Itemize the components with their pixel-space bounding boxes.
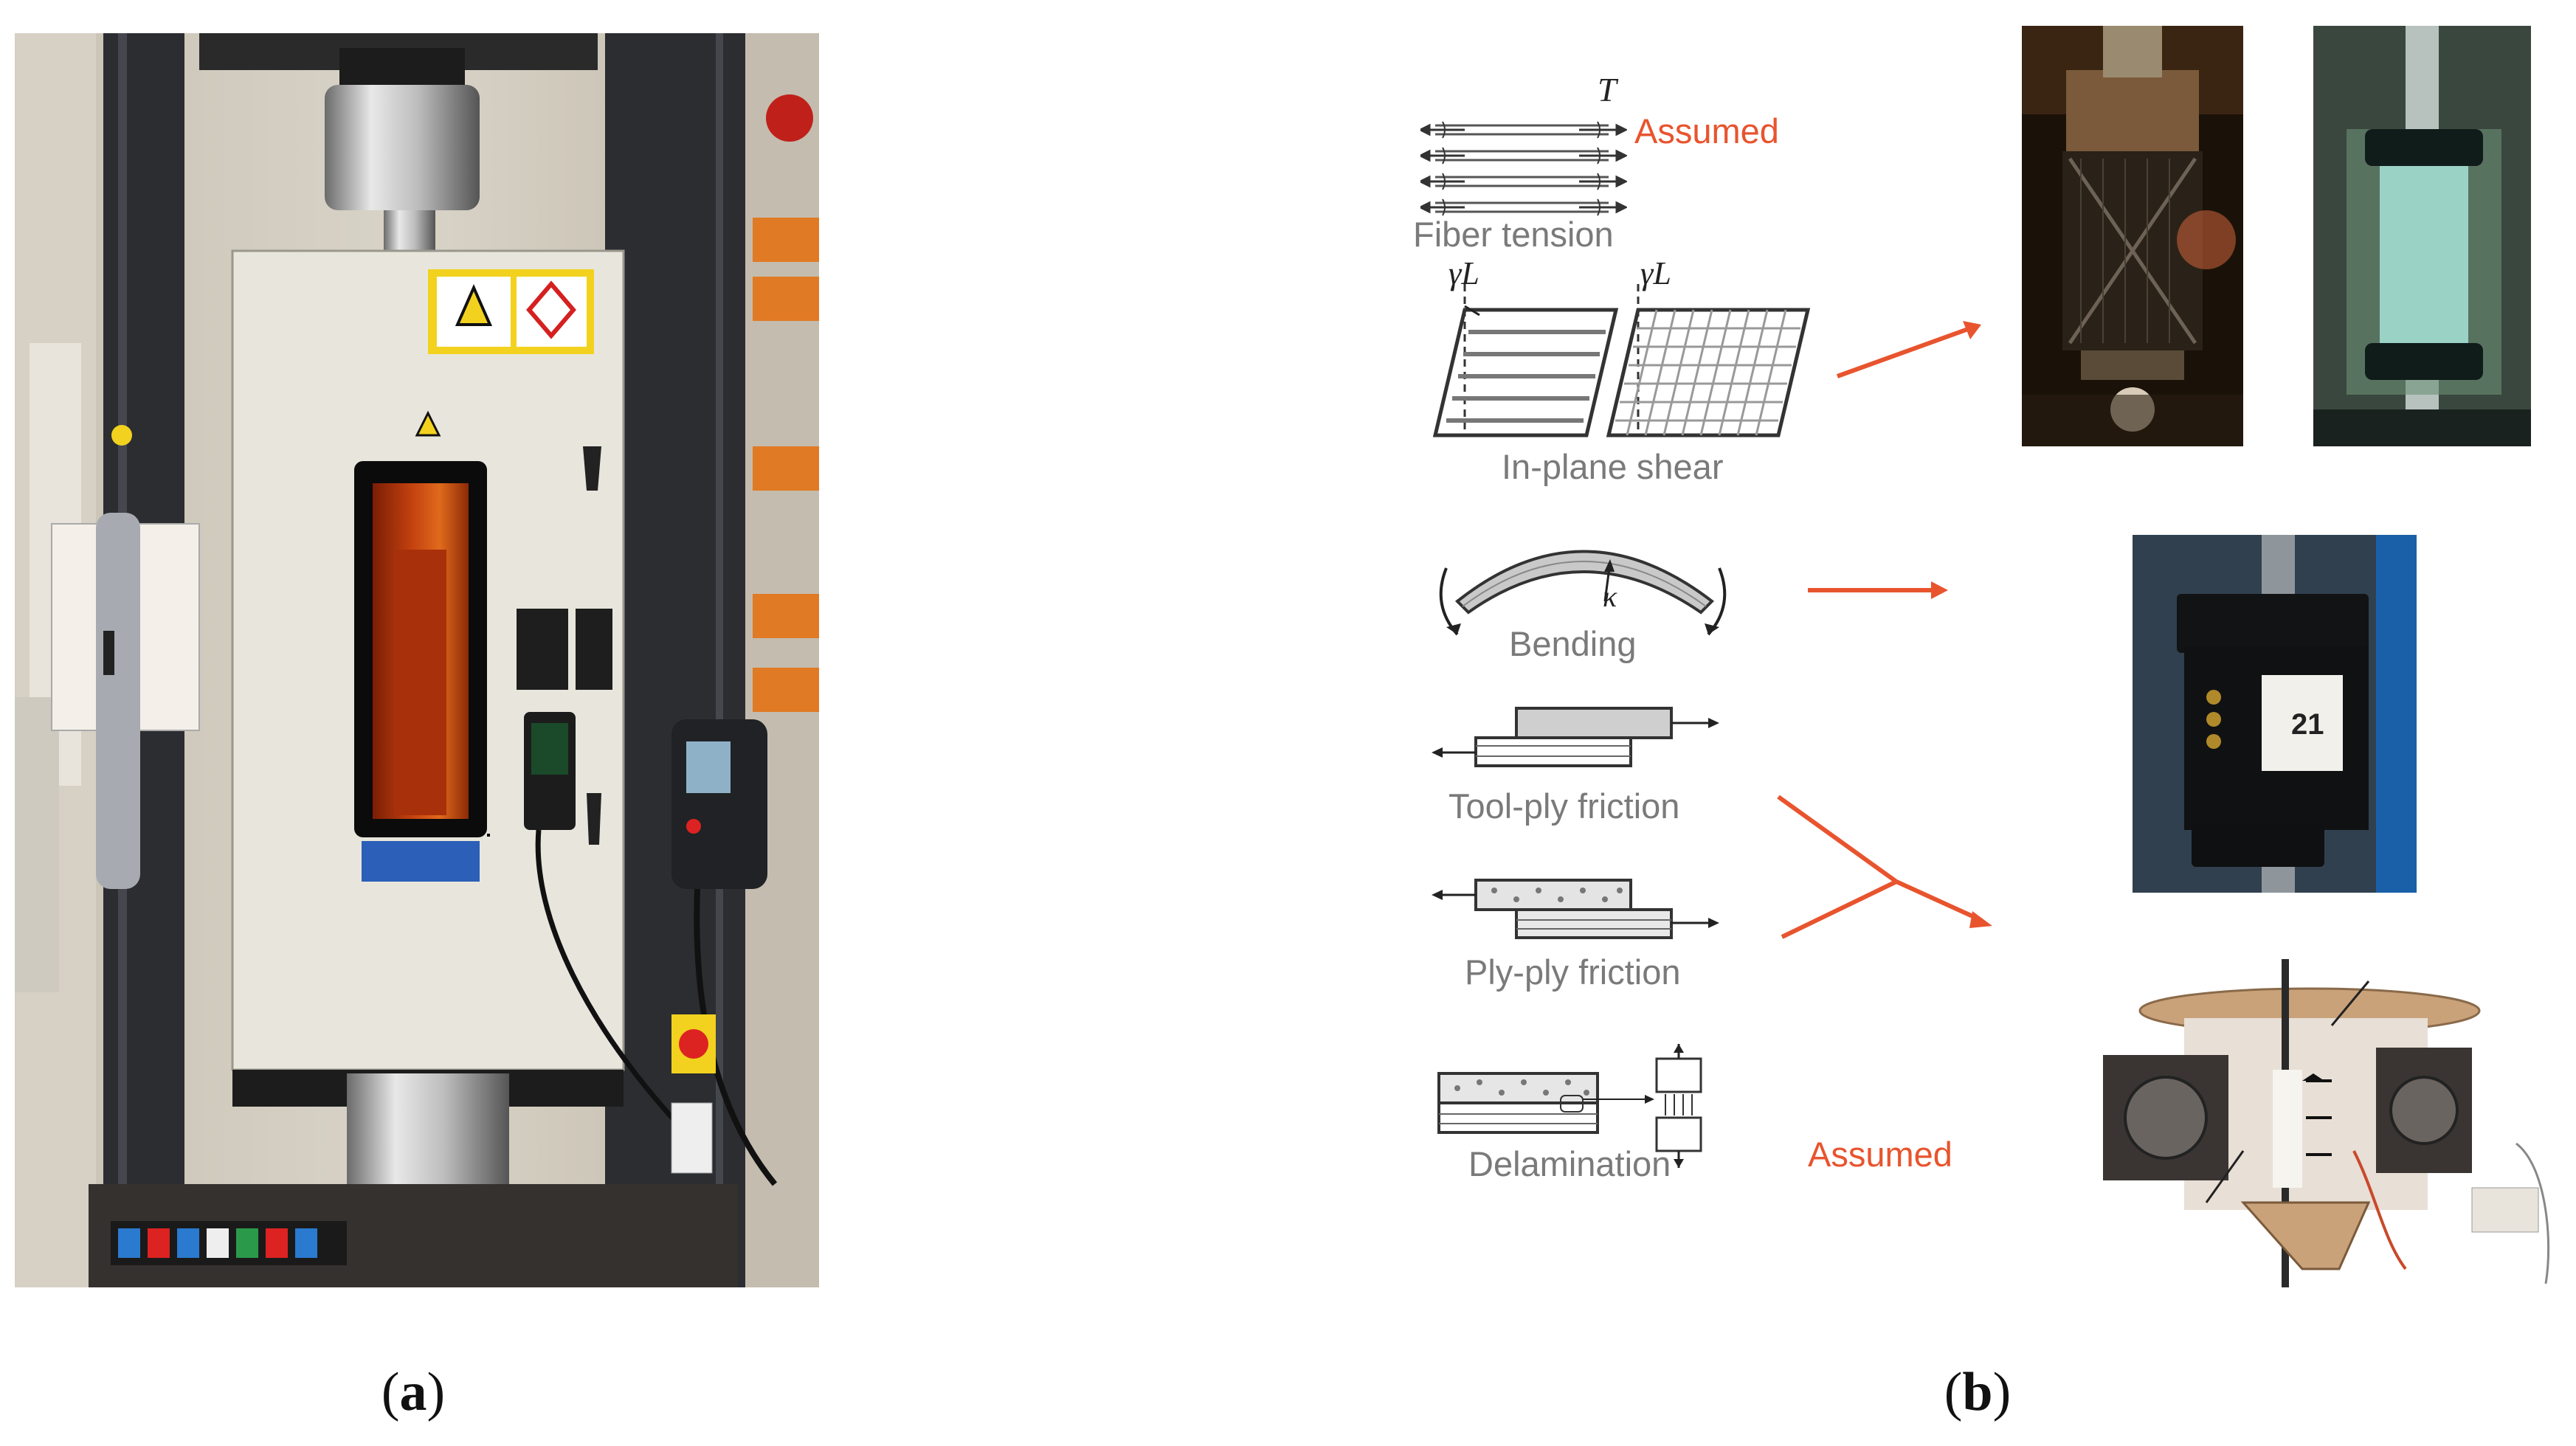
photo-shear-test-fixture [2313,26,2531,446]
bending-label: Bending [1509,624,1637,663]
svg-text:21: 21 [2291,708,2324,741]
shear-angle-symbol-1: γL [1448,255,1479,291]
tool-ply-friction-label: Tool-ply friction [1448,786,1680,826]
ply-ply-friction-diagram [1432,879,1719,939]
photo-friction-test-rig [2059,959,2561,1287]
in-plane-shear-label: In-plane shear [1502,447,1724,486]
fiber-tension-diagram [1420,121,1627,216]
ply-ply-friction-label: Ply-ply friction [1465,952,1681,992]
caption-b: (b) [1944,1362,2012,1422]
testing-machine-illustration [15,33,819,1287]
fiber-tension-symbol: T [1598,71,1617,108]
tool-ply-friction-diagram [1432,707,1719,767]
arrow-bending-to-photo [1808,581,1948,599]
assumed-label-fiber-tension: Assumed [1634,111,1779,151]
assumed-label-delamination: Assumed [1808,1135,1952,1174]
delamination-label: Delamination [1468,1144,1671,1183]
delamination-diagram [1437,1044,1702,1168]
photo-testing-machine [15,33,819,1287]
arrow-friction-to-photo [1777,795,1992,939]
caption-a: (a) [381,1362,446,1422]
bending-diagram [1439,550,1727,636]
bending-curvature-symbol: κ [1603,580,1617,613]
arrow-shear-to-photos [1836,321,1981,378]
fiber-tension-label: Fiber tension [1413,215,1614,254]
photo-shear-test-furnace [2022,26,2243,446]
in-plane-shear-diagram [1432,284,1811,437]
shear-angle-symbol-2: γL [1640,255,1671,291]
photo-bending-test: 21 [2133,535,2417,893]
